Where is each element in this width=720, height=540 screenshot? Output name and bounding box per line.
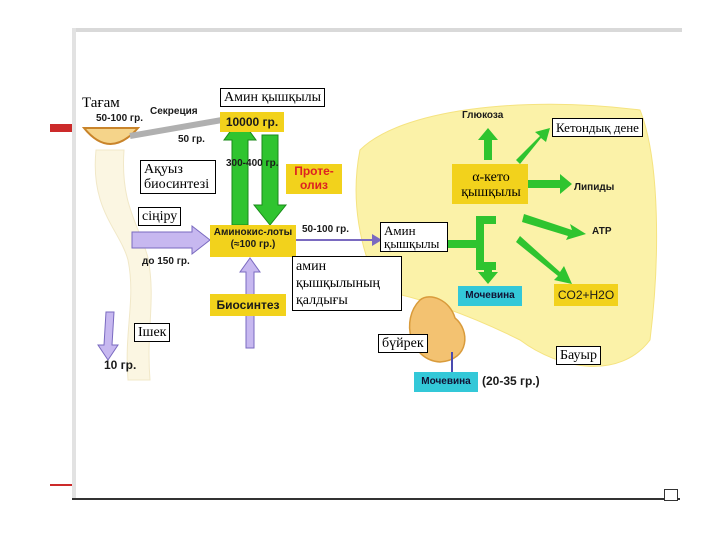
secretion-amount: 50 гр. xyxy=(178,134,205,145)
range-20-35: (20-35 гр.) xyxy=(482,374,540,388)
slide-frame-left xyxy=(72,28,76,498)
glucose-label: Глюкоза xyxy=(462,110,504,121)
pool-to-amino-arrowhead xyxy=(372,234,382,246)
amount-10000-box: 10000 гр. xyxy=(220,112,284,132)
amino-acid-top-label: Амин қышқылы xyxy=(220,88,326,107)
lipids-label: Липиды xyxy=(574,182,615,193)
slide-bottom-line xyxy=(72,498,680,500)
secretion-label: Секреция xyxy=(150,106,198,117)
to-150-label: до 150 гр. xyxy=(142,256,190,267)
red-accent-line xyxy=(50,484,72,486)
slide-frame-top xyxy=(72,28,682,32)
excretion-arrow xyxy=(97,311,119,361)
co2-arrow xyxy=(516,236,572,284)
ketone-body-label: Кетондық дене xyxy=(552,118,643,137)
keto-acid-label: α-кето қышқылы xyxy=(461,170,521,200)
urea-bottom-box: Мочевина xyxy=(414,372,478,392)
ten-gr-label: 10 гр. xyxy=(104,358,137,372)
amino-acid-right-label: Амин қышқылы xyxy=(380,222,448,252)
proteolysis-box: Проте-олиз xyxy=(286,164,342,194)
absorption-label: сіңіру xyxy=(138,207,182,226)
co2-h2o-box: CO2+H2O xyxy=(554,284,618,306)
residue-label: амин қышқылының қалдығы xyxy=(292,256,402,311)
kidney-label: бүйрек xyxy=(378,334,428,353)
aminoacid-pool-box: Аминокис-лоты (≈100 гр.) xyxy=(210,225,296,257)
amount-50-100: 50-100 гр. xyxy=(302,224,349,235)
urea-liver-arrow xyxy=(478,262,498,284)
red-accent-mark xyxy=(50,124,72,132)
lipids-arrow xyxy=(528,174,572,194)
intestine-shape xyxy=(94,149,152,381)
atp-label: АТР xyxy=(592,226,612,237)
keto-acid-box xyxy=(452,164,528,204)
green-arrow-up xyxy=(223,117,257,226)
bowl-shape xyxy=(81,127,141,145)
absorption-arrow xyxy=(131,224,211,256)
range-300-400: 300-400 гр. xyxy=(226,158,279,169)
biosynthesis-box: Биосинтез xyxy=(210,294,286,316)
urea-liver-box: Мочевина xyxy=(458,286,522,306)
protein-biosynthesis-label: Ақуыз биосинтезі xyxy=(140,160,216,194)
atp-arrow xyxy=(522,214,586,240)
food-label: Тағам xyxy=(82,95,120,111)
ketone-arrow xyxy=(516,128,550,164)
secretion-arrow xyxy=(129,117,223,139)
liver-label: Бауыр xyxy=(556,346,601,365)
amino-branch-arrow xyxy=(446,216,496,270)
intestine-label: Ішек xyxy=(134,323,171,342)
glucose-arrow xyxy=(478,128,498,160)
food-amount: 50-100 гр. xyxy=(96,113,143,124)
corner-square xyxy=(664,489,678,501)
green-arrow-down xyxy=(252,134,288,226)
